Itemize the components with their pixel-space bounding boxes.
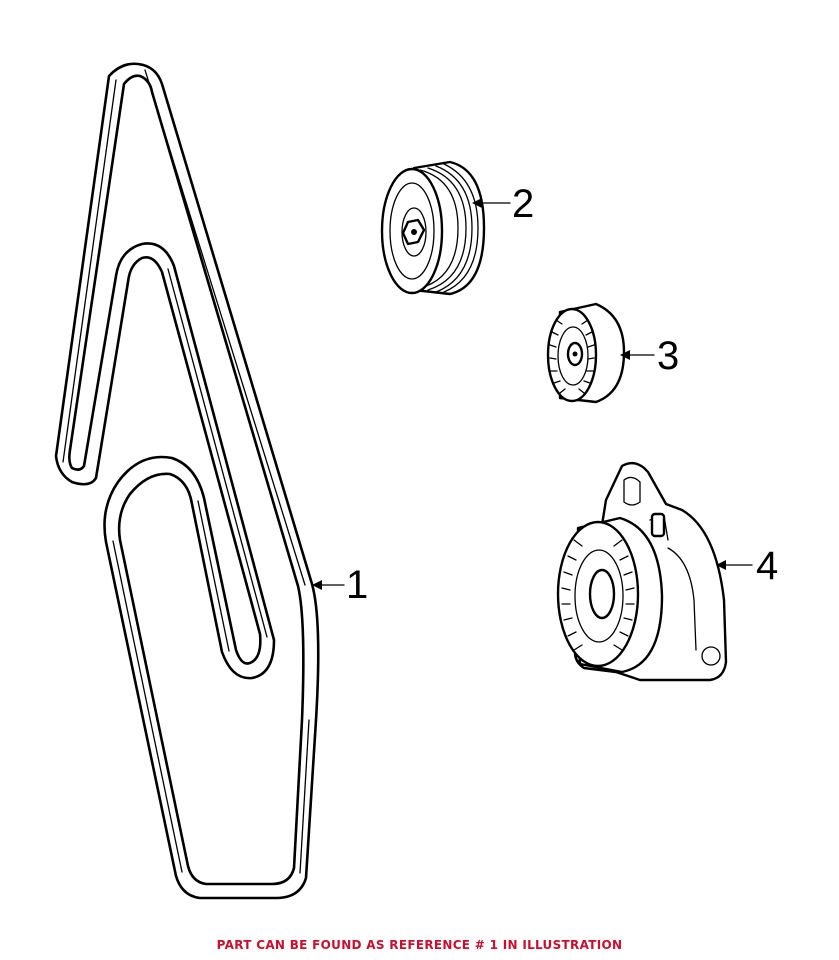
smooth-pulley-bearing-teeth [549,319,595,394]
belt-inner-edge [68,74,305,886]
grooved-idler-pulley[interactable] [380,160,486,296]
pulley-hub [401,207,427,257]
nut-center [572,351,578,357]
callout-2: 2 [472,182,534,226]
belt-rib-line [62,69,310,874]
belt-tensioner[interactable] [556,461,728,682]
reference-caption: PART CAN BE FOUND AS REFERENCE # 1 IN IL… [216,938,623,952]
pulley-inner-ring [389,182,435,280]
arrow-left-icon [472,198,482,208]
smooth-pulley-inner-ring [557,326,589,386]
arrow-left-icon [312,580,322,590]
arrow-left-icon [716,560,726,570]
tensioner-pulley-hub [588,568,616,620]
callout-label-2: 2 [512,182,534,226]
callout-1: 1 [312,563,368,607]
bolt-center [411,229,417,235]
serpentine-belt[interactable] [54,62,320,900]
arrow-left-icon [620,350,630,360]
tensioner-pulley-teeth [561,539,635,651]
callout-4: 4 [716,544,778,588]
callout-3: 3 [620,334,679,378]
bracket-lower-hole [701,646,721,666]
smooth-idler-pulley[interactable] [546,302,626,404]
tensioner-stud [650,512,666,538]
pulley-grooves [419,163,479,293]
bracket-mount-hole [623,476,641,506]
callout-label-4: 4 [756,544,778,588]
tensioner-pulley-inner-ring [574,549,624,643]
belt-outer-edge [54,62,320,900]
callout-label-3: 3 [657,334,679,378]
callout-label-1: 1 [346,563,368,607]
